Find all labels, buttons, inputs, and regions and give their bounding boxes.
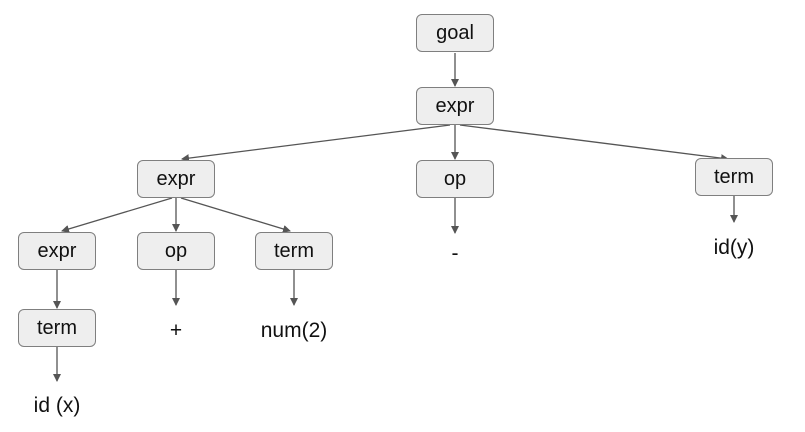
node-goal: goal xyxy=(416,14,494,52)
leaf-minus: - xyxy=(451,242,459,265)
node-term-right: term xyxy=(695,158,773,196)
edge-expr-left-term-lr xyxy=(180,197,291,233)
node-expr-ll: expr xyxy=(18,232,96,270)
node-op-mid: op xyxy=(416,160,494,198)
leaf-id-y: id(y) xyxy=(713,236,755,259)
edge-expr-left-expr-ll xyxy=(61,197,173,233)
node-op-lm: op xyxy=(137,232,215,270)
node-term-lll: term xyxy=(18,309,96,347)
edge-expr-expr-left xyxy=(181,124,451,163)
node-expr-root: expr xyxy=(416,87,494,125)
node-expr-left: expr xyxy=(137,160,215,198)
edge-expr-term-right xyxy=(459,124,729,163)
node-term-lr: term xyxy=(255,232,333,270)
leaf-id-x: id (x) xyxy=(33,394,81,417)
leaf-num2: num(2) xyxy=(260,319,328,342)
leaf-plus: + xyxy=(169,319,183,342)
